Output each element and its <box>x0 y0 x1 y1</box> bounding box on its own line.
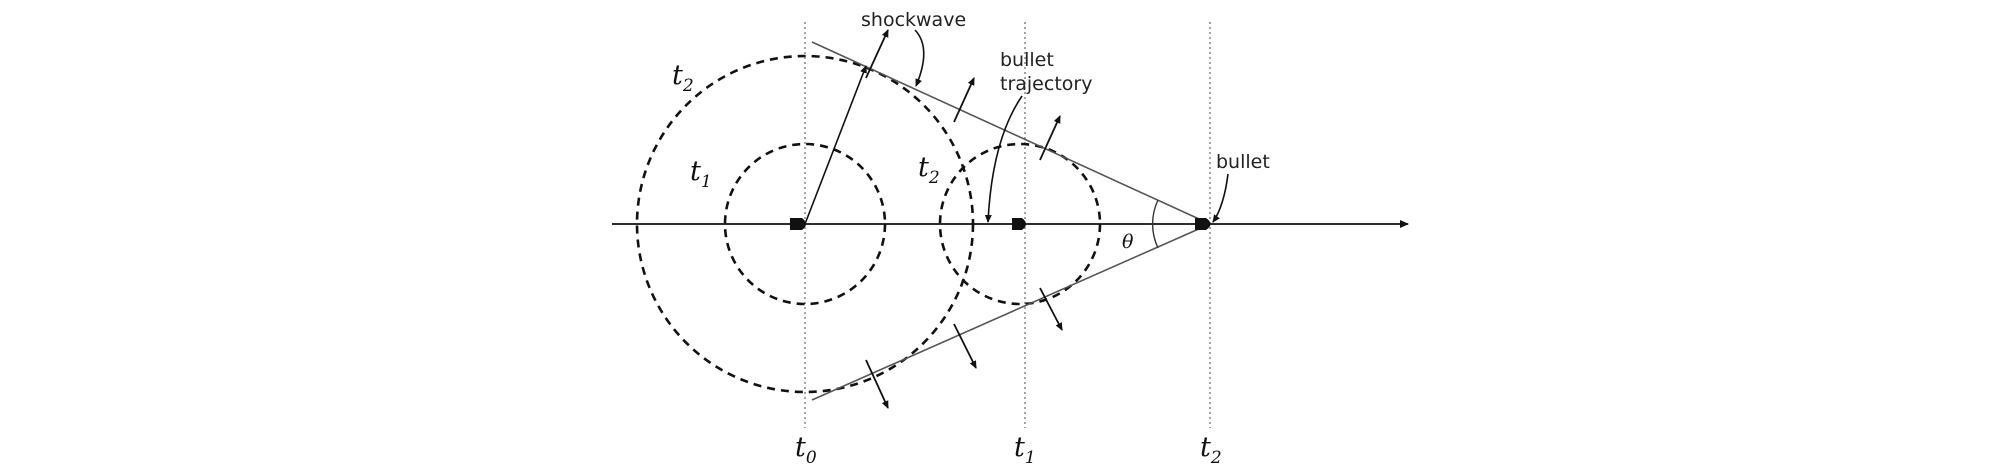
label-t2-right-circle: t2 <box>918 152 940 188</box>
bullet-pointer <box>1212 173 1229 223</box>
shockwave-pointer <box>914 29 925 87</box>
theta-label: θ <box>1122 231 1134 253</box>
trajectory-pointer <box>984 95 1023 223</box>
bullet-marker-t1 <box>1012 218 1026 230</box>
bullet-trajectory-label-line1: bullet <box>1000 49 1054 71</box>
label-t1-small-circle: t1 <box>690 156 712 192</box>
wavefront-circle-small <box>723 142 887 306</box>
bullet-label: bullet <box>1216 151 1270 173</box>
cone-line-upper <box>811 41 1211 225</box>
shock-arrow-lower-2 <box>953 323 977 369</box>
bullet-trajectory-label-line2: trajectory <box>1000 73 1092 95</box>
shock-arrow-upper-3 <box>1039 115 1061 161</box>
label-t1-axis: t1 <box>1014 432 1036 468</box>
bullet-marker-t2 <box>1195 218 1211 230</box>
label-t2-big-circle: t2 <box>672 60 694 96</box>
wavefront-circle-large <box>635 54 975 394</box>
shockwave-label: shockwave <box>861 9 966 31</box>
shock-arrow-lower-1 <box>865 359 889 409</box>
wavefront-circle-right <box>938 142 1102 306</box>
label-t0-axis: t0 <box>795 432 817 468</box>
cone-line-lower <box>811 223 1211 401</box>
shock-arrow-lower-3 <box>1039 287 1063 331</box>
label-t2-axis: t2 <box>1200 432 1222 468</box>
theta-arc <box>1151 199 1159 249</box>
radius-arrow <box>804 65 867 225</box>
shock-arrow-upper-1 <box>865 29 889 79</box>
bullet-marker-t0 <box>790 218 806 230</box>
shock-arrow-upper-2 <box>953 77 975 123</box>
